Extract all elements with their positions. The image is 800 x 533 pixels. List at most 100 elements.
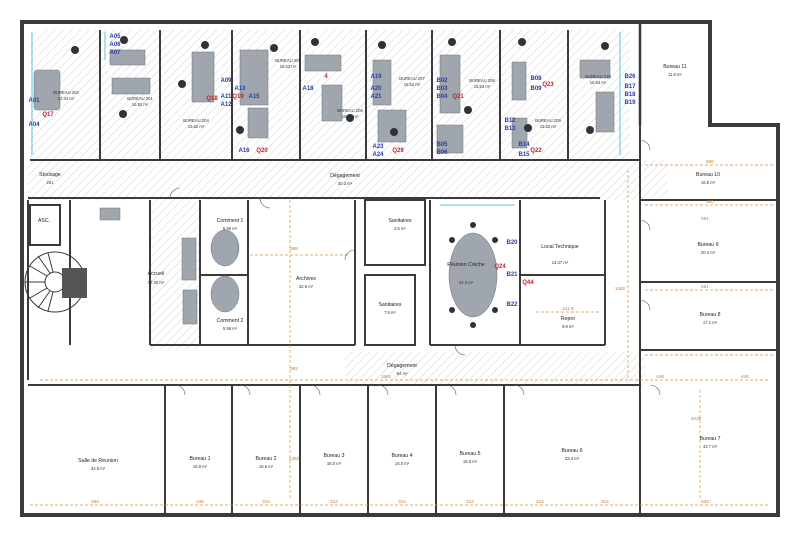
room-labels: Bureau 11 11.9 m² Bureau 10 16.5 m² Bure… bbox=[38, 58, 721, 471]
room-reunion-creche-area: 24.3 m² bbox=[459, 280, 474, 285]
room-bureau-206-area: 16.53 m² bbox=[342, 114, 359, 119]
desk-tag: B09 bbox=[530, 86, 542, 92]
room-bureau-207-area: 16.53 m² bbox=[404, 82, 421, 87]
desk-tag: A01 bbox=[28, 98, 40, 104]
desk-tag: A04 bbox=[28, 122, 40, 128]
room-bureau-209-name: BUREAU 209 bbox=[535, 118, 561, 123]
desk-tags-red: Q17 Q18 Q19 Q20 Q21 Q22 Q23 Q24 Q29 Q44 … bbox=[42, 74, 554, 286]
desk-tag: A15 bbox=[248, 94, 260, 100]
dimension-labels: 500 500 561 561 448 446 1882 888 982 148… bbox=[91, 159, 749, 504]
desk-tag: A16 bbox=[238, 148, 250, 154]
dim-label: 346 bbox=[196, 499, 204, 504]
room-bureau-210-area: 16.53 m² bbox=[590, 80, 607, 85]
desk-tag: Q22 bbox=[530, 148, 542, 154]
desk-tag: A12 bbox=[220, 102, 232, 108]
room-bureau-5-name: Bureau 5 bbox=[459, 451, 480, 457]
room-bureau-2-area: 16.5 m² bbox=[259, 464, 274, 469]
desk-tag: B08 bbox=[530, 76, 542, 82]
room-bureau-4-area: 16.0 m² bbox=[395, 461, 410, 466]
room-repro-name: Repro bbox=[561, 316, 575, 322]
desk-tag: Q23 bbox=[542, 82, 554, 88]
desk-tag: A09 bbox=[220, 78, 232, 84]
desk-tag: B04 bbox=[436, 94, 448, 100]
room-archives-name: Archives bbox=[296, 276, 316, 282]
room-bureau-210-name: BUREAU 210 bbox=[585, 74, 611, 79]
desk-tag: A07 bbox=[109, 50, 121, 56]
room-bureau-2-name: Bureau 2 bbox=[255, 456, 276, 462]
dim-label: 1482 bbox=[615, 286, 626, 291]
room-bureau-8-name: Bureau 8 bbox=[699, 312, 720, 318]
room-bureau-8-area: 17.1 m² bbox=[703, 320, 718, 325]
room-repro-area: 9.9 m² bbox=[562, 324, 574, 329]
desks bbox=[33, 49, 615, 325]
desk-tag: B18 bbox=[624, 92, 636, 98]
dim-label: 1038 bbox=[691, 416, 702, 421]
dim-label: 1882 bbox=[381, 374, 392, 379]
room-bureau-3-name: Bureau 3 bbox=[323, 453, 344, 459]
dim-label: 561 bbox=[701, 216, 709, 221]
room-bureau-204-area: 15.62 m² bbox=[188, 124, 205, 129]
dim-label: 982 bbox=[290, 366, 298, 371]
room-degagement-bottom-name: Dégagement bbox=[387, 363, 417, 369]
desk-tag: B19 bbox=[624, 100, 636, 106]
room-bureau-10-area: 16.5 m² bbox=[701, 180, 716, 185]
dim-label: 314 bbox=[398, 499, 406, 504]
room-bureau-4-name: Bureau 4 bbox=[391, 453, 412, 459]
desk-tag: 4 bbox=[324, 74, 328, 80]
dim-label: 888 bbox=[290, 246, 298, 251]
desk-tag: A19 bbox=[370, 74, 382, 80]
dim-label: 314 bbox=[536, 499, 544, 504]
room-bureau-207-name: BUREAU 207 bbox=[399, 76, 425, 81]
room-bureau-11-area: 11.9 m² bbox=[668, 72, 682, 77]
desk-tag: B03 bbox=[436, 86, 448, 92]
room-degagement-bottom-area: 54 m² bbox=[397, 371, 408, 376]
room-accueil-area: 17.30 m² bbox=[148, 280, 165, 285]
room-bureau-204-name: BUREAU 204 bbox=[183, 118, 209, 123]
dim-label: 633 bbox=[701, 499, 709, 504]
desk-tag: Q19 bbox=[232, 94, 244, 100]
room-bureau-10-name: Bureau 10 bbox=[696, 172, 720, 178]
chairs bbox=[71, 36, 609, 328]
desk-tag: A18 bbox=[302, 86, 314, 92]
desk-tags-blue: A05 A06 A07 A01 A04 A09 A13 A12 A11 A16 … bbox=[28, 34, 636, 308]
desk-tag: B06 bbox=[436, 150, 448, 156]
dim-label: 500 bbox=[706, 199, 714, 204]
room-bureau-3-area: 16.0 m² bbox=[327, 461, 342, 466]
dim-label: 1482 bbox=[289, 456, 300, 461]
room-asc-name: ASC. bbox=[38, 218, 50, 224]
desk-tag: A11 bbox=[221, 94, 232, 100]
dim-label: 446 bbox=[741, 374, 749, 379]
room-bureau-7-area: 42.7 m² bbox=[703, 444, 718, 449]
room-degagement-top-name: Dégagement bbox=[330, 173, 360, 179]
room-bureau-208-name: BUREAU 208 bbox=[469, 78, 495, 83]
room-local-technique-name: Local Technique bbox=[541, 244, 579, 250]
desk-tag: A20 bbox=[370, 86, 382, 92]
room-sanitaires-small-name: Sanitaires bbox=[388, 218, 411, 224]
room-sanitaires-area: 7.9 m² bbox=[384, 310, 396, 315]
glass-partitions bbox=[31, 32, 621, 206]
room-stockage-name: Stockage bbox=[39, 172, 61, 178]
dim-label: 314 bbox=[466, 499, 474, 504]
dim-label: 314 bbox=[330, 499, 338, 504]
dim-label: 552 bbox=[91, 499, 99, 504]
room-bureau-1-name: Bureau 1 bbox=[189, 456, 210, 462]
room-archives-area: 32.5 m² bbox=[299, 284, 314, 289]
room-bureau-208-area: 15.53 m² bbox=[474, 84, 491, 89]
room-bureau-9-area: 20.4 m² bbox=[701, 250, 716, 255]
desk-tag: A21 bbox=[370, 94, 382, 100]
desk-tag: A24 bbox=[372, 152, 384, 158]
room-accueil-name: Accueil bbox=[148, 271, 165, 277]
room-salle-reunion-area: 32.6 m² bbox=[91, 466, 106, 471]
room-reunion-creche-name: Réunion Crèche bbox=[447, 262, 485, 268]
dim-label: 561 bbox=[701, 284, 709, 289]
desk-tag: B15 bbox=[518, 152, 530, 158]
room-salle-reunion-name: Salle de Réunion bbox=[78, 458, 118, 464]
desk-tag: B02 bbox=[436, 78, 448, 84]
room-bureau-205-area: 16.53 m² bbox=[280, 64, 297, 69]
desk-tag: B17 bbox=[624, 84, 636, 90]
desk-tag: B22 bbox=[506, 302, 518, 308]
room-comment-2-name: Comment 2 bbox=[217, 318, 244, 324]
room-comment-2-area: 5.95 m² bbox=[223, 326, 238, 331]
room-bureau-1-area: 16.8 m² bbox=[193, 464, 208, 469]
dimension-lines bbox=[30, 164, 775, 506]
